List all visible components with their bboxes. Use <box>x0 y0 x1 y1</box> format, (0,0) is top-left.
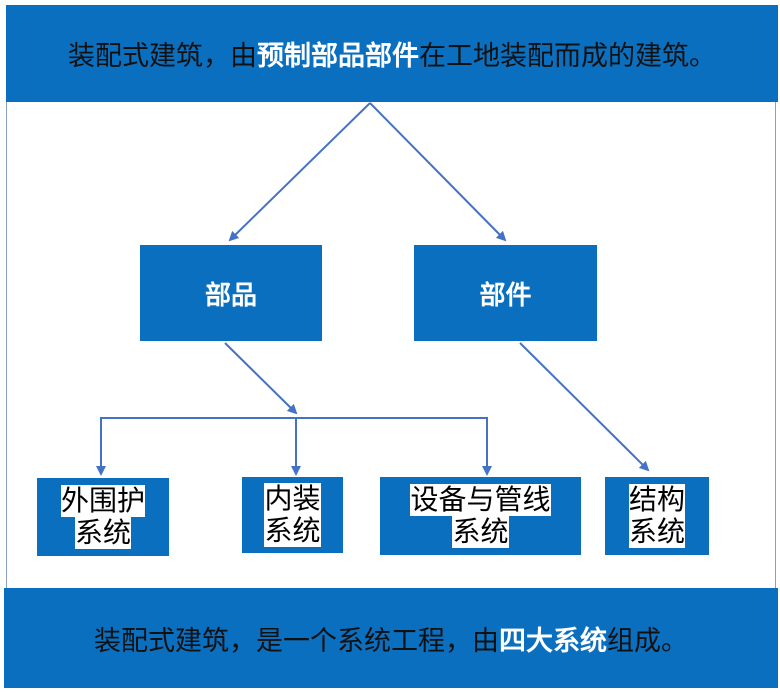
diagram-frame <box>6 100 776 590</box>
system-interior: 内装系统 <box>242 477 343 553</box>
node-bujian: 部件 <box>414 245 597 341</box>
system-equipment-pipeline: 设备与管线系统 <box>380 477 581 555</box>
top-banner-text-end: 在工地装配而成的建筑。 <box>419 41 716 72</box>
system-label: 系统 <box>452 515 509 548</box>
top-banner-text: 装配式建筑，由 <box>68 41 257 72</box>
system-label: 系统 <box>264 514 321 547</box>
arrow-bupin-down <box>224 342 298 415</box>
bottom-banner: 装配式建筑，是一个系统工程，由四大系统组成。 <box>4 588 778 688</box>
bottom-banner-text-end: 组成。 <box>607 625 688 657</box>
bottom-banner-text: 装配式建筑，是一个系统工程，由 <box>94 625 499 657</box>
node-bupin: 部品 <box>140 245 322 341</box>
system-label: 设备与管线 <box>410 483 551 516</box>
branch-line <box>100 417 492 476</box>
top-banner-highlight: 预制部品部件 <box>257 41 419 72</box>
system-label: 系统 <box>74 516 131 549</box>
system-label: 内装 <box>264 482 321 515</box>
system-label: 外围护 <box>60 484 145 517</box>
system-label: 结构 <box>628 483 685 516</box>
top-banner: 装配式建筑，由预制部品部件在工地装配而成的建筑。 <box>6 5 778 102</box>
node-bupin-label: 部品 <box>204 280 257 311</box>
arrow-to-jiegou <box>519 342 650 472</box>
system-label: 系统 <box>628 515 685 548</box>
arrow-to-bupin <box>228 102 371 242</box>
node-bujian-label: 部件 <box>479 280 532 311</box>
system-structure: 结构系统 <box>605 477 709 555</box>
bottom-banner-highlight: 四大系统 <box>499 625 607 657</box>
system-envelope: 外围护系统 <box>37 478 169 556</box>
arrow-to-bujian <box>369 102 507 242</box>
